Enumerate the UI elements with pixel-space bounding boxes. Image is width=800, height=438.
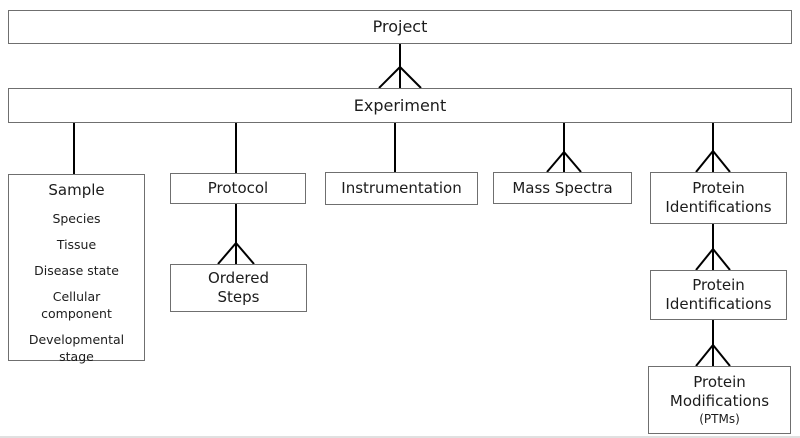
node-ordered-steps: Ordered Steps [170,264,307,312]
node-protocol: Protocol [170,173,306,204]
sample-attribute-disease-state: Disease state [34,262,119,278]
sample-attribute-species: Species [52,210,101,226]
node-sample-label: Sample [48,181,105,199]
sample-attribute-tissue: Tissue [56,236,97,252]
node-instrumentation-label: Instrumentation [341,179,462,198]
node-protein-identifications-1: Protein Identifications [650,172,787,224]
sample-attribute-developmental-stage: Developmental stage [28,331,125,364]
node-ordered-steps-label: Ordered Steps [207,269,270,306]
node-sample: Sample Species Tissue Disease state Cell… [8,174,145,364]
node-experiment-label: Experiment [353,95,447,115]
node-instrumentation: Instrumentation [325,172,478,205]
node-protein-identifications-2-label: Protein Identifications [665,276,772,313]
node-project: Project [8,10,792,44]
node-experiment: Experiment [8,88,792,123]
node-protein-modifications-label: Protein Modifications [669,373,770,410]
node-mass-spectra-label: Mass Spectra [512,178,613,197]
node-protein-identifications-1-label: Protein Identifications [665,179,772,216]
sample-attribute-cellular-component: Cellular component [41,288,112,321]
node-protocol-label: Protocol [207,179,269,198]
node-project-label: Project [372,17,428,36]
node-protein-identifications-2: Protein Identifications [650,270,787,320]
image-bottom-edge [0,436,800,438]
node-mass-spectra: Mass Spectra [493,172,632,204]
ptms-note: (PTMs) [699,411,740,426]
node-protein-modifications: Protein Modifications (PTMs) [648,366,791,434]
